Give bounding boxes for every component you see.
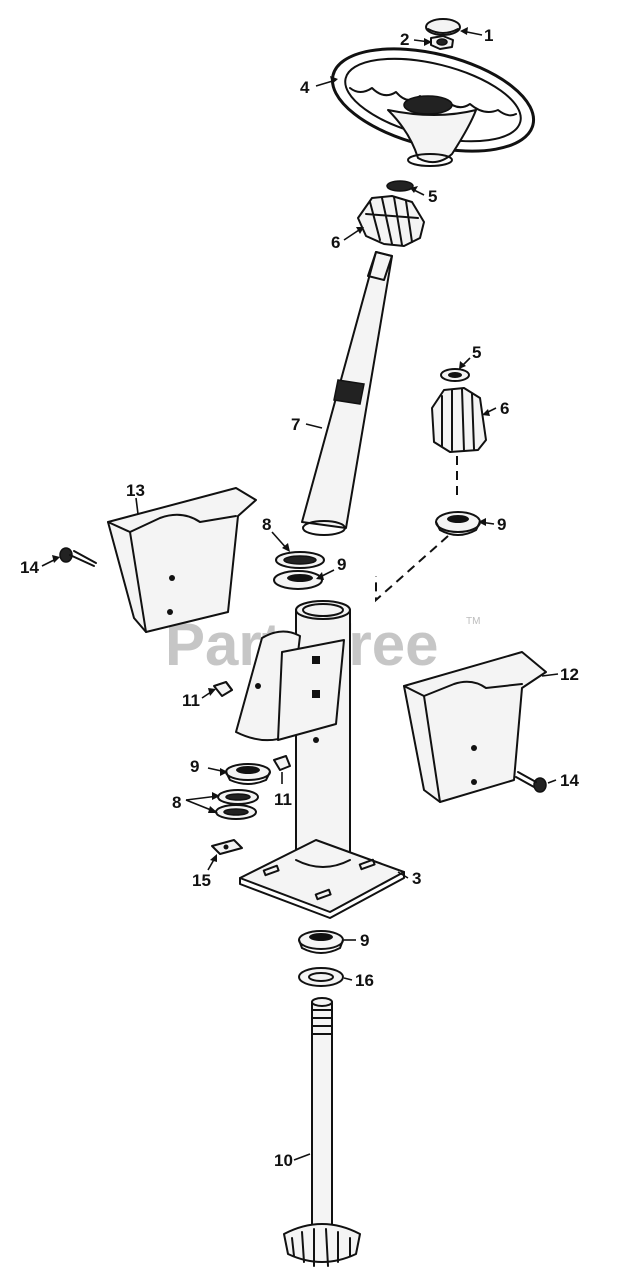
part-9-bushing-right: [435, 511, 481, 536]
callout-6-upper: 6: [331, 233, 340, 252]
callout-10: 10: [274, 1151, 293, 1170]
callout-11-upper: 11: [182, 691, 200, 710]
part-9-bushing-lower-left: [225, 763, 271, 785]
part-14-bolt-right: [515, 771, 547, 793]
callout-9-mid: 9: [337, 555, 346, 574]
part-9-bushing-bottom: [298, 930, 344, 954]
part-14-bolt-left: [59, 547, 97, 567]
part-6-gear-upper: [357, 195, 425, 247]
watermark-trademark: TM: [466, 616, 480, 627]
part-2-nut: [430, 35, 454, 50]
part-7-steering-shaft: [301, 251, 393, 536]
callout-5-upper: 5: [428, 187, 437, 206]
part-1-cap: [425, 18, 461, 36]
part-16-washer: [298, 967, 344, 987]
callout-13: 13: [126, 481, 145, 500]
callout-1: 1: [484, 26, 493, 45]
part-5-washer-lower: [440, 368, 470, 382]
alignment-line-column: [375, 535, 449, 603]
part-11-fitting-lower: [273, 755, 291, 771]
part-10-lower-shaft: [283, 997, 361, 1267]
callout-2: 2: [400, 30, 409, 49]
callout-numbers: 1 2 4 5 6 5 6 7 9 13 8 9 14 11 12 9 11 8…: [20, 26, 579, 1170]
callout-8-lower: 8: [172, 793, 181, 812]
part-5-washer-upper: [386, 180, 414, 192]
callout-9-right: 9: [497, 515, 506, 534]
callout-4: 4: [300, 78, 310, 97]
callout-9-bottom: 9: [360, 931, 369, 950]
callout-14-left: 14: [20, 558, 39, 577]
part-8-washers-lower: [215, 789, 259, 820]
callout-14-right: 14: [560, 771, 579, 790]
callout-15: 15: [192, 871, 211, 890]
callout-16: 16: [355, 971, 374, 990]
callout-9-lower-left: 9: [190, 757, 199, 776]
part-3-steering-column: [235, 600, 405, 919]
part-13-shield-left: [107, 487, 257, 633]
callout-6-lower: 6: [500, 399, 509, 418]
callout-11-lower: 11: [274, 790, 292, 809]
callout-3: 3: [412, 869, 421, 888]
callout-5-lower: 5: [472, 343, 481, 362]
part-9-bushing-mid: [273, 570, 323, 590]
part-4-steering-wheel: [330, 47, 536, 167]
callout-7: 7: [291, 415, 300, 434]
part-8-washer-upper: [275, 551, 325, 569]
part-12-shield-right: [403, 651, 547, 803]
part-15-key: [211, 839, 243, 855]
part-11-fitting-upper: [213, 681, 233, 697]
callout-12: 12: [560, 665, 579, 684]
leader-lines: [41, 27, 559, 1161]
part-6-gear-lower: [431, 387, 487, 453]
callout-8-upper: 8: [262, 515, 271, 534]
